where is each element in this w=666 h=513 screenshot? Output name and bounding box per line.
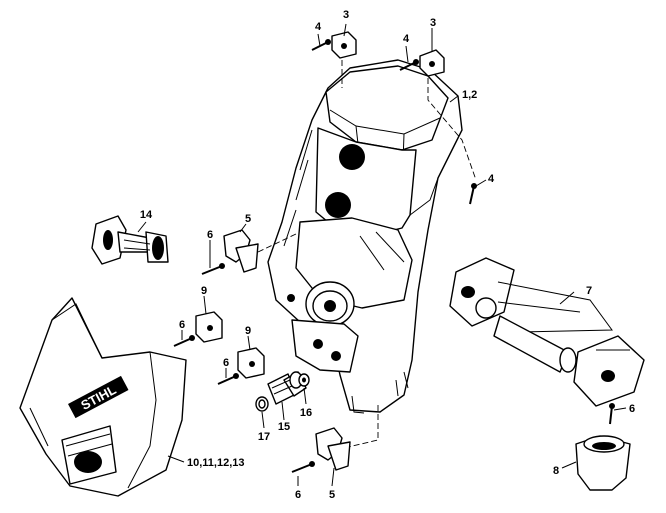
callout-hose-holder: 7 [586, 285, 592, 297]
screw-part-top-right [399, 59, 419, 71]
callout-holder-cup: 8 [553, 465, 559, 477]
callout-o-ring: 17 [258, 431, 270, 443]
callout-seal-ring: 16 [300, 407, 312, 419]
housing-part [267, 59, 463, 414]
screw-part-side [469, 183, 477, 205]
callout-clamp: 9 [245, 325, 251, 337]
o-ring-part [255, 396, 269, 412]
callout-connector: 15 [278, 421, 290, 433]
screw-part-6-mid-right [217, 373, 239, 385]
callout-screw-small: 6 [223, 357, 229, 369]
bracket-part-lower [315, 427, 351, 471]
callout-bracket: 5 [329, 489, 335, 501]
callout-clip: 3 [343, 9, 349, 21]
pump-shaft-part [91, 215, 169, 265]
callout-clip: 3 [430, 17, 436, 29]
callout-screw-small: 6 [295, 489, 301, 501]
clamp-part-left [195, 311, 223, 343]
screw-part-6-mid-left [173, 335, 195, 347]
screw-part-6-upper [201, 263, 225, 275]
hose-holder-part [449, 257, 645, 407]
connector-part [267, 371, 307, 405]
callout-screw: 4 [403, 33, 410, 45]
callout-front-cover: 10,11,12,13 [187, 457, 245, 469]
bracket-part-upper [223, 229, 297, 273]
callout-housing: 1,2 [462, 89, 477, 101]
callout-bracket: 5 [245, 213, 251, 225]
clip-part-right [419, 49, 445, 77]
screw-part-6-lower [291, 461, 315, 473]
seal-ring-part [298, 373, 310, 387]
screw-part-top-left [311, 39, 331, 51]
callout-screw-small: 6 [207, 229, 213, 241]
callout-screw-small: 6 [179, 319, 185, 331]
screw-part-6-right [609, 403, 615, 425]
callout-clamp: 9 [201, 285, 207, 297]
callout-pump-shaft: 14 [140, 209, 153, 221]
holder-cup-part [575, 435, 631, 491]
callout-screw: 4 [315, 21, 322, 33]
front-cover-part: STIHL [19, 297, 187, 497]
callout-screw: 4 [488, 173, 495, 185]
callout-screw-small: 6 [629, 403, 635, 415]
clip-part-left [331, 31, 357, 59]
clamp-part-right [237, 347, 265, 379]
